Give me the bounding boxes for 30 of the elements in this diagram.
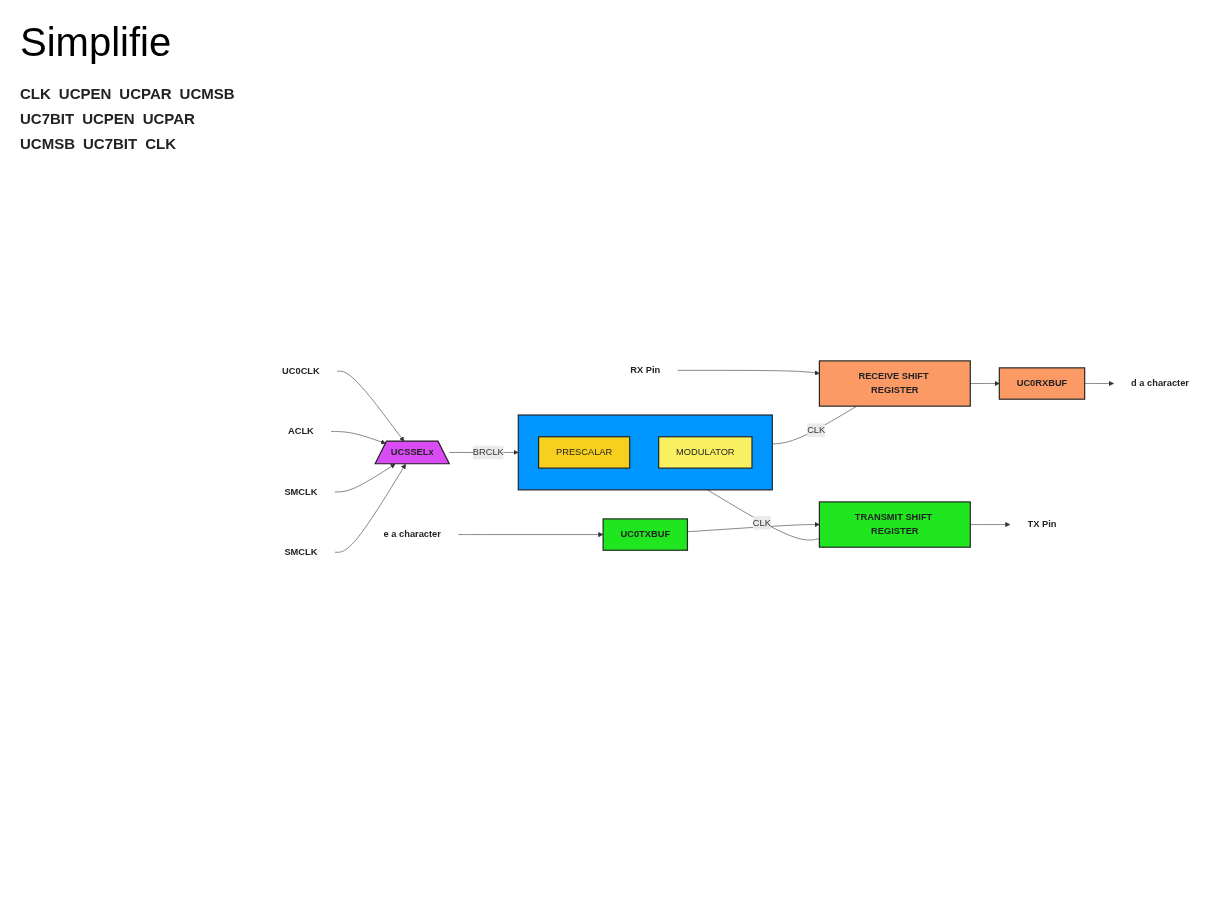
node-text: SMCLK (284, 486, 318, 497)
node-box: TRANSMIT SHIFT REGISTER (818, 501, 971, 548)
node-text: d a character (1131, 378, 1189, 389)
signal-name: UCMSB (179, 85, 235, 102)
node-text: ACLK (288, 426, 314, 437)
connector (707, 489, 820, 541)
cluster (517, 414, 773, 491)
node-box: RECEIVE SHIFT REGISTER (818, 360, 971, 407)
signal-name: UC7BIT (20, 110, 75, 127)
signal-name: UCPAR (119, 85, 172, 102)
edge-label: CLK (752, 517, 771, 528)
signal-name: UCMSB (20, 135, 75, 152)
signal-name: UCPEN (58, 85, 112, 102)
edge-label: BRCLK (472, 447, 504, 458)
node-box: MODULATOR (658, 436, 753, 469)
node-text: RX Pin (630, 365, 661, 376)
node-box: UC0RXBUF (998, 367, 1086, 400)
node-box: UC0TXBUF (602, 518, 689, 552)
edge-label: CLK (807, 425, 826, 436)
node-text: TX Pin (1027, 519, 1057, 530)
signal-name: UC7BIT (83, 135, 138, 152)
node-text: SMCLK (284, 547, 318, 558)
signal-name: UCPAR (142, 110, 195, 127)
signal-name: UCPEN (82, 110, 135, 127)
signal-name: CLK (145, 135, 176, 152)
node-text: UC0CLK (282, 366, 320, 377)
node-text: e a character (383, 529, 441, 540)
heading: Simplifie (20, 20, 173, 65)
node-box: PRESCALAR (538, 436, 631, 469)
signal-name: CLK (20, 85, 51, 102)
